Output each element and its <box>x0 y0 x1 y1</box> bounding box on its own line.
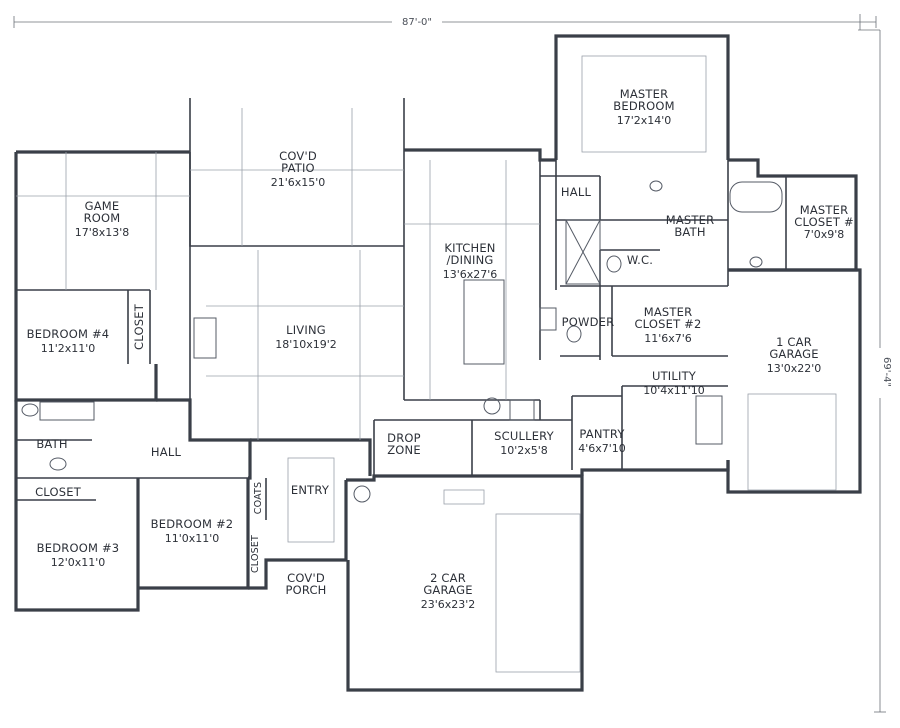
svg-text:KITCHEN: KITCHEN <box>444 241 495 255</box>
svg-text:BATH: BATH <box>36 437 67 451</box>
svg-text:4'6x7'10: 4'6x7'10 <box>578 442 626 455</box>
svg-text:10'4x11'10: 10'4x11'10 <box>643 384 705 397</box>
svg-text:13'6x27'6: 13'6x27'6 <box>443 268 498 281</box>
svg-text:MASTER: MASTER <box>800 203 849 217</box>
svg-text:W.C.: W.C. <box>627 253 653 267</box>
svg-text:10'2x5'8: 10'2x5'8 <box>500 444 548 457</box>
interior-details <box>16 55 837 673</box>
svg-text:11'2x11'0: 11'2x11'0 <box>41 342 96 355</box>
svg-text:11'0x11'0: 11'0x11'0 <box>165 532 220 545</box>
svg-text:COV'D: COV'D <box>279 149 317 163</box>
room-covd-patio: COV'D PATIO 21'6x15'0 <box>271 149 326 189</box>
room-kitchen-dining: KITCHEN /DINING 13'6x27'6 <box>443 241 498 281</box>
svg-text:13'0x22'0: 13'0x22'0 <box>767 362 822 375</box>
room-closet-bed2: CLOSET <box>250 535 261 573</box>
svg-text:17'2x14'0: 17'2x14'0 <box>617 114 672 127</box>
room-labels: MASTER BEDROOM 17'2x14'0 COV'D PATIO 21'… <box>27 87 854 611</box>
svg-text:UTILITY: UTILITY <box>652 369 697 383</box>
dimension-lines: 87'-0" 69'-4" <box>13 14 892 713</box>
dimension-depth: 69'-4" <box>881 357 892 387</box>
svg-text:LIVING: LIVING <box>286 323 326 337</box>
room-master-bath: MASTER BATH <box>666 213 715 239</box>
svg-text:CLOSET: CLOSET <box>132 303 146 350</box>
svg-text:CLOSET: CLOSET <box>250 535 261 573</box>
room-closet-bed4: CLOSET <box>132 303 146 350</box>
svg-text:MASTER: MASTER <box>666 213 715 227</box>
svg-text:DROP: DROP <box>387 431 421 445</box>
room-master-bedroom: MASTER BEDROOM 17'2x14'0 <box>613 87 674 127</box>
svg-text:BEDROOM: BEDROOM <box>613 99 674 113</box>
svg-text:21'6x15'0: 21'6x15'0 <box>271 176 326 189</box>
room-wc: W.C. <box>627 253 653 267</box>
svg-text:ENTRY: ENTRY <box>291 483 330 497</box>
room-bath: BATH <box>36 437 67 451</box>
svg-text:SCULLERY: SCULLERY <box>494 429 554 443</box>
svg-text:COATS: COATS <box>253 482 264 515</box>
svg-text:HALL: HALL <box>151 445 182 459</box>
svg-text:PORCH: PORCH <box>285 583 326 597</box>
svg-text:BATH: BATH <box>674 225 705 239</box>
room-garage-2: 2 CAR GARAGE 23'6x23'2 <box>421 571 476 611</box>
svg-text:12'0x11'0: 12'0x11'0 <box>51 556 106 569</box>
svg-text:2 CAR: 2 CAR <box>430 571 466 585</box>
room-bedroom-3: BEDROOM #3 12'0x11'0 <box>37 541 120 569</box>
room-drop-zone: DROP ZONE <box>387 431 421 457</box>
svg-text:11'6x7'6: 11'6x7'6 <box>644 332 692 345</box>
svg-text:POWDER: POWDER <box>562 315 615 329</box>
svg-text:BEDROOM #2: BEDROOM #2 <box>151 517 234 531</box>
room-coats: COATS <box>253 482 264 515</box>
svg-text:GARAGE: GARAGE <box>769 347 818 361</box>
svg-text:CLOSET #: CLOSET # <box>794 215 854 229</box>
room-entry: ENTRY <box>291 483 330 497</box>
room-game-room: GAME ROOM 17'8x13'8 <box>75 199 130 239</box>
svg-text:BEDROOM #4: BEDROOM #4 <box>27 327 110 341</box>
svg-text:HALL: HALL <box>561 185 592 199</box>
svg-text:1 CAR: 1 CAR <box>776 335 812 349</box>
room-living: LIVING 18'10x19'2 <box>275 323 337 351</box>
svg-text:/DINING: /DINING <box>446 253 493 267</box>
room-bedroom-2: BEDROOM #2 11'0x11'0 <box>151 517 234 545</box>
room-utility: UTILITY 10'4x11'10 <box>643 369 705 397</box>
svg-text:ROOM: ROOM <box>84 211 121 225</box>
room-powder: POWDER <box>562 315 615 329</box>
svg-text:17'8x13'8: 17'8x13'8 <box>75 226 130 239</box>
room-covd-porch: COV'D PORCH <box>285 571 326 597</box>
room-hall-main: HALL <box>151 445 182 459</box>
room-scullery: SCULLERY 10'2x5'8 <box>494 429 554 457</box>
svg-text:7'0x9'8: 7'0x9'8 <box>804 228 845 241</box>
room-master-closet-2: MASTER CLOSET #2 11'6x7'6 <box>634 305 701 345</box>
svg-text:PATIO: PATIO <box>281 161 315 175</box>
room-pantry: PANTRY 4'6x7'10 <box>578 427 626 455</box>
dimension-width: 87'-0" <box>402 17 432 28</box>
svg-text:ZONE: ZONE <box>387 443 421 457</box>
svg-text:PANTRY: PANTRY <box>579 427 625 441</box>
svg-text:23'6x23'2: 23'6x23'2 <box>421 598 476 611</box>
room-bedroom-4: BEDROOM #4 11'2x11'0 <box>27 327 110 355</box>
room-garage-1: 1 CAR GARAGE 13'0x22'0 <box>767 335 822 375</box>
svg-text:MASTER: MASTER <box>620 87 669 101</box>
svg-text:COV'D: COV'D <box>287 571 325 585</box>
svg-text:18'10x19'2: 18'10x19'2 <box>275 338 337 351</box>
svg-text:MASTER: MASTER <box>644 305 693 319</box>
svg-text:GAME: GAME <box>85 199 120 213</box>
room-closet-bed3: CLOSET <box>35 485 82 499</box>
svg-text:GARAGE: GARAGE <box>423 583 472 597</box>
svg-text:CLOSET #2: CLOSET #2 <box>634 317 701 331</box>
svg-text:BEDROOM #3: BEDROOM #3 <box>37 541 120 555</box>
room-hall-master: HALL <box>561 185 592 199</box>
room-master-closet-1: MASTER CLOSET # 7'0x9'8 <box>794 203 854 241</box>
svg-text:CLOSET: CLOSET <box>35 485 82 499</box>
